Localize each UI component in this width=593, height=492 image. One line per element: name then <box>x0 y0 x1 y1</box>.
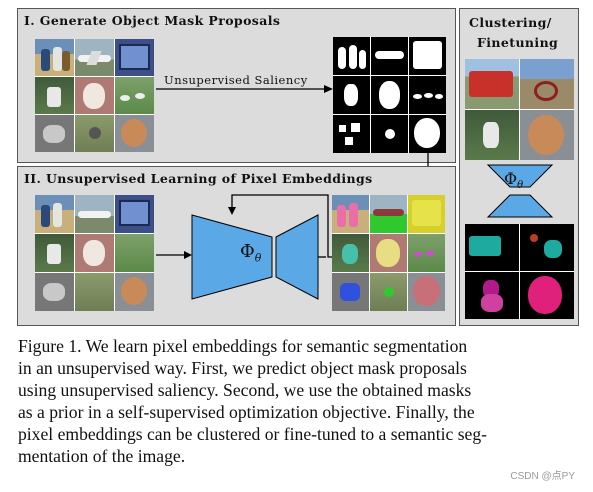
caption-line: Figure 1. We learn pixel embeddings for … <box>18 336 468 356</box>
photo-airplane <box>75 195 114 233</box>
watermark: CSDN @点PY <box>510 471 575 482</box>
phi-symbol: Φ <box>240 241 255 262</box>
overlay-cat <box>370 234 407 272</box>
mask-airplane <box>371 37 408 75</box>
seg-bicycle <box>520 224 574 271</box>
mask-proposal-grid <box>333 37 446 153</box>
theta-subscript: θ <box>517 180 524 192</box>
photo-dog-cage <box>35 273 74 311</box>
figure-caption: Figure 1. We learn pixel embeddings for … <box>18 335 578 467</box>
photo-rider <box>35 234 74 272</box>
photo-fluffy-dog <box>115 273 154 311</box>
seg-bus <box>465 224 519 271</box>
mask-bus <box>409 37 446 75</box>
clustering-phi-label: Φθ <box>504 169 523 191</box>
embedding-network <box>156 194 332 300</box>
photo-sheep <box>115 234 154 272</box>
caption-line: pixel embeddings can be clustered or fin… <box>18 424 488 444</box>
seg-dog <box>520 272 574 319</box>
caption-line: in an unsupervised way. First, we predic… <box>18 358 467 378</box>
photo-rider <box>35 77 74 114</box>
mask-cat <box>371 76 408 114</box>
mask-rider <box>333 76 370 114</box>
clustering-decoder <box>486 194 554 218</box>
overlay-rider <box>332 234 369 272</box>
mask-bird <box>371 115 408 153</box>
photo-airplane <box>75 39 114 76</box>
photo-people <box>35 195 74 233</box>
photo-double-decker-bus <box>465 59 519 109</box>
photo-bird <box>75 115 114 152</box>
panel-pixel-embeddings: II. Unsupervised Learning of Pixel Embed… <box>17 166 456 326</box>
mask-people <box>333 37 370 75</box>
overlay-bus <box>408 195 445 233</box>
photo-dog-cage <box>35 115 74 152</box>
overlay-fluffy-dog <box>408 273 445 311</box>
saliency-arrow <box>156 85 333 93</box>
caption-line: using unsupervised saliency. Second, we … <box>18 380 472 400</box>
segmentation-result-grid <box>465 224 574 319</box>
mask-sheep <box>409 76 446 114</box>
theta-subscript: θ <box>254 251 262 265</box>
phi-theta-label: Φθ <box>240 241 261 265</box>
embedding-output-grid <box>332 195 445 311</box>
photo-cat <box>75 77 114 114</box>
saliency-label: Unsupervised Saliency <box>162 73 310 87</box>
photo-fluffy-dog <box>115 115 154 152</box>
caption-line: as a prior in a self-supervised optimiza… <box>18 402 475 422</box>
overlay-bird <box>370 273 407 311</box>
photo-bicycle <box>520 59 574 109</box>
photo-people <box>35 39 74 76</box>
photo-bird <box>75 273 114 311</box>
overlay-dog-cage <box>332 273 369 311</box>
panel-3-title-line2: Finetuning <box>477 35 559 50</box>
input-image-grid <box>35 39 154 152</box>
mask-dog-cage <box>333 115 370 153</box>
seg-rider <box>465 272 519 319</box>
caption-line: mentation of the image. <box>18 446 186 466</box>
mask-fluffy-dog <box>409 115 446 153</box>
photo-sheep <box>115 77 154 114</box>
photo-bus <box>115 39 154 76</box>
photo-fluffy-dog-2 <box>520 110 574 160</box>
panel-2-title: II. Unsupervised Learning of Pixel Embed… <box>24 171 373 186</box>
photo-bus <box>115 195 154 233</box>
final-input-grid <box>465 59 574 160</box>
overlay-people <box>332 195 369 233</box>
photo-cat <box>75 234 114 272</box>
panel-clustering-finetuning: Clustering/ Finetuning Φθ <box>459 8 579 326</box>
decoder-block <box>275 214 319 300</box>
clustering-encoder <box>486 164 554 188</box>
clustering-network <box>486 164 554 218</box>
overlay-airplane <box>370 195 407 233</box>
panel-1-title: I. Generate Object Mask Proposals <box>24 13 281 28</box>
training-image-grid <box>35 195 154 311</box>
encoder-block <box>191 214 273 300</box>
photo-rider-2 <box>465 110 519 160</box>
panel-generate-masks: I. Generate Object Mask Proposals <box>17 8 456 163</box>
overlay-sheep <box>408 234 445 272</box>
panel-3-title-line1: Clustering/ <box>469 15 552 30</box>
phi-symbol: Φ <box>504 169 518 188</box>
